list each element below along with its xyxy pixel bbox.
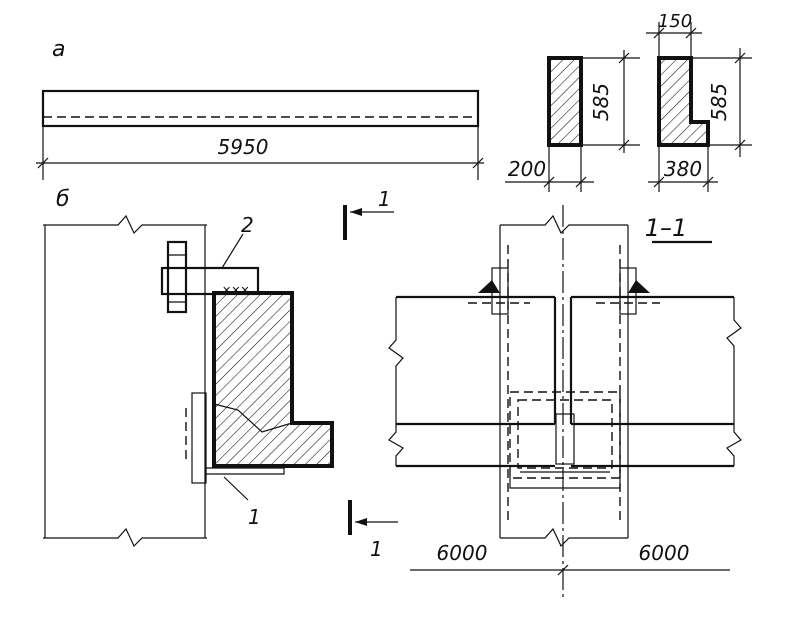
- bolt-head: [166, 240, 188, 314]
- section-1-1: 1–1: [388, 205, 742, 600]
- angle-seat: [205, 467, 285, 475]
- span-left-value: 6000: [437, 541, 488, 565]
- l-section-shape: [657, 56, 710, 147]
- rect-height-value: 585: [589, 83, 613, 121]
- beam-inner-line: [213, 403, 293, 433]
- span-dimension: 6000 6000: [410, 541, 730, 576]
- connection-plate: [160, 266, 260, 296]
- column-break-bottom: [43, 527, 207, 548]
- callout-angle-leader: [223, 476, 249, 501]
- section-label: 1–1: [645, 214, 688, 242]
- span-right-value: 6000: [639, 541, 690, 565]
- seat-angle: [509, 476, 621, 489]
- l-section: 150 585 380: [646, 11, 752, 192]
- seat-plate: [555, 413, 575, 465]
- cut-mark-bottom-label: 1: [370, 537, 383, 561]
- rect-section-shape: [547, 56, 583, 147]
- view-b-detail: б ✕✕✕ 2 1: [43, 187, 334, 548]
- beam-length-dimension: 5950: [36, 126, 484, 180]
- rect-width-value: 200: [508, 157, 546, 181]
- section-column-break-top: [500, 214, 628, 235]
- view-a-label: а: [52, 37, 65, 62]
- l-top-value: 150: [658, 11, 692, 32]
- beam-left: [388, 295, 557, 468]
- callout-bolt-leader: [221, 233, 244, 269]
- l-height-value: 585: [707, 83, 731, 121]
- callout-angle-number: 1: [248, 505, 261, 529]
- rect-section: 585 200: [505, 50, 640, 192]
- cut-mark-top-label: 1: [378, 187, 391, 211]
- beam-outline: [41, 89, 480, 128]
- weld-marks: ✕✕✕: [222, 284, 250, 297]
- column-break-top: [43, 214, 207, 235]
- angle-plate: [191, 392, 207, 484]
- cut-mark-bottom: 1: [348, 500, 398, 561]
- view-a-beam-elevation: а 5950: [36, 37, 484, 180]
- callout-bolt-number: 2: [241, 213, 254, 237]
- beam-length-value: 5950: [218, 135, 269, 159]
- l-beam-section: [212, 291, 334, 468]
- l-width-value: 380: [664, 157, 702, 181]
- cut-mark-top: 1: [343, 187, 394, 240]
- view-b-label: б: [56, 187, 70, 212]
- beam-right: [569, 295, 742, 468]
